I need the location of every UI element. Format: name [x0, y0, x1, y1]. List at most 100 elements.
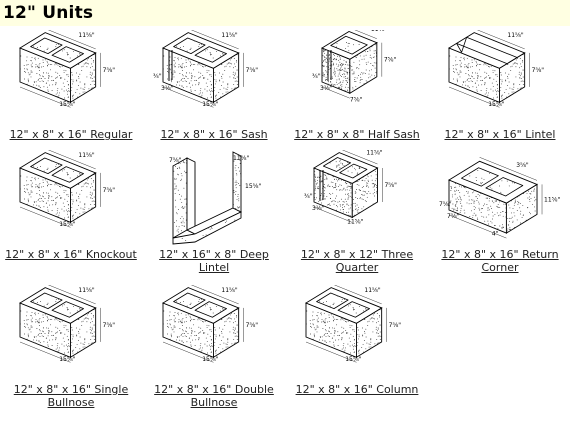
- dimension-label: 15⅝": [59, 356, 75, 363]
- dimension-label: 15⅝": [59, 221, 75, 228]
- unit-caption-link[interactable]: 12" x 8" x 16" Double Bullnose: [154, 383, 274, 409]
- unit-card: 7⅝" 11⅝" 15⅝" 12" x 16" x 8" Deep Lintel: [143, 150, 285, 275]
- dimension-label: 3⅝": [516, 162, 529, 169]
- block-core: [51, 46, 84, 63]
- unit-caption-link[interactable]: 12" x 8" x 16" Lintel: [444, 128, 556, 141]
- unit-caption-link[interactable]: 12" x 8" x 16" Knockout: [5, 248, 137, 261]
- dimension-label: 11⅝": [221, 32, 237, 39]
- block-face: [232, 151, 242, 213]
- block-drawing: 11⅝" 7⅝" 15⅝": [19, 30, 116, 108]
- dimension-label: 11⅝": [78, 287, 94, 294]
- dimension-label: 11⅝": [371, 30, 387, 33]
- unit-caption-link[interactable]: 12" x 8" x 12" Three Quarter: [300, 248, 414, 274]
- block-drawing: 3⅝" 11⅝" 4" 7⅝" 7⅝": [439, 157, 560, 239]
- page-title: 12" Units: [3, 3, 94, 23]
- block-core: [30, 37, 63, 55]
- unit-caption-link[interactable]: 12" x 8" x 16" Single Bullnose: [13, 383, 129, 409]
- block-drawing: 11⅝" 7⅝" 11⅝" ¾" 3⅛": [304, 150, 397, 226]
- block-face: [172, 157, 188, 239]
- block-core: [173, 292, 206, 310]
- block-core: [194, 46, 227, 63]
- block-face: [186, 157, 196, 235]
- block-drawing: 11⅝" 7⅝" 15⅝" ¾" 3⅛": [153, 30, 259, 108]
- block-top: [448, 160, 539, 204]
- dimension-label: ¾": [153, 73, 162, 80]
- dimension-label: 15⅝": [245, 183, 261, 190]
- unit-caption-link[interactable]: 12" x 8" x 16" Regular: [9, 128, 133, 141]
- dimension-label: 7⅝": [246, 322, 259, 329]
- dimension-label: 7⅝": [350, 97, 363, 104]
- unit-card: 11⅝" 7⅝" 15⅝" 12" x 8" x 16" Knockout: [0, 150, 142, 275]
- block-drawing: 11⅝" 7⅝" 15⅝": [19, 150, 116, 228]
- dimension-label: 3⅛": [312, 205, 325, 212]
- block-core: [30, 157, 63, 175]
- dimension-label: 7⅝": [447, 213, 460, 220]
- block-drawing: 11⅝" 7⅝" 7⅝" ¾" 3⅛": [312, 30, 397, 104]
- unit-card: 11⅝" 7⅝" 15⅝" ¾" 3⅛" 12" x 8" x 16" Sash: [143, 30, 285, 155]
- dimension-label: ¾": [304, 193, 313, 200]
- block-core: [316, 292, 349, 310]
- dimension-label: 15⅝": [59, 101, 75, 108]
- block-core: [461, 167, 499, 187]
- dimension-label: 11⅝": [507, 32, 523, 39]
- unit-card: 11⅝" 7⅝" 7⅝" ¾" 3⅛" 12" x 8" x 8" Half Sash: [286, 30, 428, 155]
- dimension-label: 15⅝": [202, 101, 218, 108]
- block-drawing: 11⅝" 7⅝" 15⅝": [448, 30, 545, 108]
- block-core: [322, 157, 352, 172]
- dimension-label: 15⅝": [345, 356, 361, 363]
- block-core: [339, 163, 368, 179]
- block-core: [51, 166, 84, 183]
- unit-card: 11⅝" 7⅝" 15⅝" 12" x 8" x 16" Single Bullnos…: [0, 285, 142, 410]
- block-core: [173, 37, 206, 55]
- page-header: 12" Units: [0, 0, 570, 26]
- unit-card: 11⅝" 7⅝" 15⅝" 12" x 8" x 16" Column: [286, 285, 428, 410]
- block-drawing: 11⅝" 7⅝" 15⅝": [162, 285, 259, 363]
- dimension-label: 7⅝": [532, 67, 545, 74]
- block-face: [172, 211, 242, 245]
- unit-card: 11⅝" 7⅝" 15⅝" 12" x 8" x 16" Double Bullnos…: [143, 285, 285, 410]
- dimension-label: 7⅝": [384, 182, 397, 189]
- dimension-label: 7⅝": [439, 201, 452, 208]
- dimension-label: 7⅝": [103, 187, 116, 194]
- dimension-label: ¾": [312, 73, 321, 80]
- dimension-label: 11⅝": [366, 150, 382, 156]
- unit-caption-link[interactable]: 12" x 8" x 16" Column: [295, 383, 419, 396]
- dimension-label: 15⅝": [488, 101, 504, 108]
- dimension-label: 7⅝": [389, 322, 402, 329]
- dimension-label: 11⅝": [78, 152, 94, 159]
- block-drawing: 11⅝" 7⅝" 15⅝": [19, 285, 116, 363]
- unit-caption-link[interactable]: 12" x 8" x 8" Half Sash: [294, 128, 420, 141]
- unit-card: 11⅝" 7⅝" 15⅝" 12" x 8" x 16" Lintel: [429, 30, 570, 155]
- block-core: [30, 292, 63, 310]
- dimension-label: 11⅝": [544, 196, 560, 203]
- dimension-label: 11⅝": [78, 32, 94, 39]
- block-top: [313, 152, 379, 184]
- unit-card: 3⅝" 11⅝" 4" 7⅝" 7⅝" 12" x 8" x 16" Return Cor…: [429, 150, 570, 275]
- dimension-label: 3⅛": [320, 85, 333, 92]
- block-core: [337, 301, 370, 318]
- dimension-label: 7⅝": [169, 157, 182, 164]
- unit-card: 11⅝" 7⅝" 15⅝" 12" x 8" x 16" Regular: [0, 30, 142, 155]
- block-drawing: 11⅝" 7⅝" 15⅝": [305, 285, 402, 363]
- unit-card: 11⅝" 7⅝" 11⅝" ¾" 3⅛" 12" x 8" x 12" Three Qua…: [286, 150, 428, 275]
- dimension-label: 3⅛": [161, 85, 174, 92]
- dimension-label: 11⅝": [233, 155, 249, 162]
- block-top: [448, 32, 526, 69]
- block-core: [485, 177, 524, 197]
- dimension-label: 7⅝": [384, 57, 397, 64]
- block-core: [194, 301, 227, 318]
- dimension-label: 11⅝": [364, 287, 380, 294]
- dimension-label: 7⅝": [246, 67, 259, 74]
- dimension-label: 7⅝": [103, 67, 116, 74]
- block-core: [330, 35, 368, 55]
- block-drawing: 7⅝" 11⅝" 15⅝": [169, 151, 261, 245]
- unit-caption-link[interactable]: 12" x 8" x 16" Return Corner: [441, 248, 559, 274]
- unit-caption-link[interactable]: 12" x 16" x 8" Deep Lintel: [159, 248, 269, 274]
- dimension-label: 11⅝": [347, 219, 363, 226]
- block-core: [51, 301, 84, 318]
- dimension-label: 7⅝": [103, 322, 116, 329]
- dimension-label: 15⅝": [202, 356, 218, 363]
- dimension-label: 4": [492, 231, 499, 238]
- unit-caption-link[interactable]: 12" x 8" x 16" Sash: [160, 128, 268, 141]
- dimension-label: 11⅝": [221, 287, 237, 294]
